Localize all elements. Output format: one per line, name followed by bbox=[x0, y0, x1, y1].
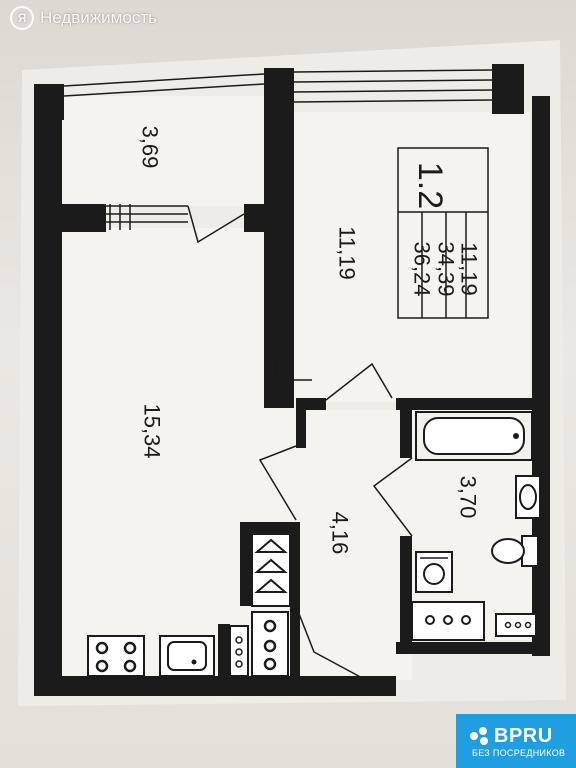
hall-floor bbox=[296, 410, 412, 680]
hall-area-label: 4,16 bbox=[327, 511, 353, 555]
hall-door bbox=[258, 445, 297, 521]
watermark-text: Недвижимость bbox=[40, 8, 157, 27]
living-area-value: 11,19 bbox=[456, 242, 482, 296]
wall-bath-left-bottom bbox=[400, 536, 412, 654]
apartment-info-tag: 1.2 11,19 34,39 36,24 bbox=[396, 146, 488, 316]
balcony-floor bbox=[60, 96, 266, 206]
windows bbox=[63, 69, 493, 230]
wall-closet-top bbox=[240, 522, 296, 534]
wall-middle bbox=[264, 68, 294, 408]
balcony-area-label: 3,69 bbox=[137, 125, 163, 169]
wall-hall-left-top bbox=[296, 398, 306, 448]
bathtub-icon bbox=[415, 411, 533, 461]
wall-closet-right bbox=[290, 522, 300, 606]
wall-balcony-left bbox=[36, 204, 106, 232]
yandex-logo-icon: Я bbox=[10, 6, 34, 30]
people-icon bbox=[470, 727, 488, 745]
wall-closet-left bbox=[240, 522, 252, 606]
bedroom-floor bbox=[290, 112, 530, 402]
total-area-value: 34,39 bbox=[433, 241, 459, 297]
kitchen-living-area-label: 15,34 bbox=[139, 403, 165, 459]
wall-bath-top bbox=[396, 398, 546, 410]
wall-bottom-right bbox=[396, 642, 546, 654]
bedroom-area-label: 11,19 bbox=[334, 226, 360, 280]
wall-kitchen-niche bbox=[218, 624, 230, 684]
wall-right bbox=[532, 96, 550, 656]
bathroom-door bbox=[372, 457, 413, 537]
wardrobe-icon bbox=[251, 533, 291, 607]
cooktop-icon bbox=[229, 611, 289, 677]
stove-icon bbox=[87, 635, 145, 677]
toilet-icon bbox=[491, 535, 539, 567]
bpru-badge[interactable]: BPRU БЕЗ ПОСРЕДНИКОВ bbox=[456, 714, 576, 768]
bathroom-area-label: 3,70 bbox=[455, 475, 481, 519]
wall-corner-top-left bbox=[36, 84, 64, 120]
badge-logo: BPRU bbox=[494, 724, 553, 747]
total-area-with-balcony-value: 36,24 bbox=[409, 241, 435, 297]
info-tag-box bbox=[397, 147, 489, 319]
sink-icon bbox=[515, 475, 541, 519]
kitchen-sink-icon bbox=[159, 635, 215, 677]
balcony-door bbox=[187, 205, 245, 244]
wall-bottom-left bbox=[34, 676, 396, 696]
wall-left bbox=[34, 84, 62, 696]
wall-corner-top-right bbox=[492, 64, 524, 114]
apartment-type-label: 1.2 bbox=[411, 161, 450, 210]
washing-machine-icon bbox=[415, 551, 453, 593]
bedroom-door-swing bbox=[275, 356, 312, 381]
entrance-door bbox=[295, 605, 367, 681]
wall-balcony-right bbox=[244, 204, 278, 232]
watermark: Я Недвижимость bbox=[10, 6, 157, 30]
utility-panel-icon bbox=[411, 601, 537, 641]
doors bbox=[187, 205, 413, 681]
wall-bath-left-top bbox=[400, 398, 412, 458]
bedroom-door bbox=[325, 362, 393, 401]
wall-hall-right-bottom bbox=[290, 606, 300, 676]
badge-subtitle: БЕЗ ПОСРЕДНИКОВ bbox=[472, 747, 566, 758]
